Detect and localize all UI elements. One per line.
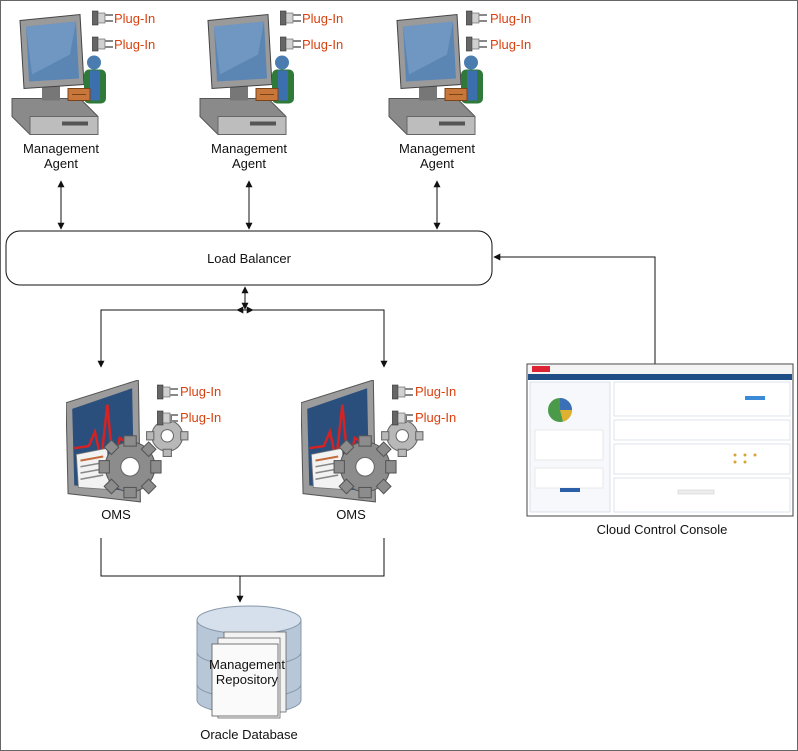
- plugin-label: Plug-In: [415, 384, 456, 399]
- oms-label: OMS: [101, 507, 131, 522]
- repository-label-line1: Management: [209, 657, 285, 672]
- plugin-label: Plug-In: [490, 11, 531, 26]
- agent-label-line1: Management: [211, 141, 287, 156]
- console-panel: [613, 477, 791, 513]
- load-balancer-box: [5, 230, 493, 286]
- oms-2: Plug-In Plug-In OMS: [301, 380, 456, 522]
- plugin-icon: [466, 36, 488, 52]
- plugin-icon: [157, 384, 179, 400]
- agent-computer-icon: [199, 13, 295, 136]
- console-menu-bar: [528, 374, 792, 380]
- plugin-icon: [280, 36, 302, 52]
- agent-computer-icon: [11, 13, 107, 136]
- console-logo: [532, 366, 550, 372]
- management-agent-2: Plug-In Plug-In Management Agent: [199, 10, 343, 171]
- oms-1: Plug-In Plug-In OMS: [66, 380, 221, 522]
- plugin-label: Plug-In: [302, 11, 343, 26]
- hub-oms1-arrow: [97, 309, 237, 368]
- plugin-label: Plug-In: [490, 37, 531, 52]
- plugin-label: Plug-In: [302, 37, 343, 52]
- plugin-icon: [92, 10, 114, 26]
- plugin-label: Plug-In: [415, 410, 456, 425]
- management-agent-1: Plug-In Plug-In Management Agent: [11, 10, 155, 171]
- agent-label-line1: Management: [23, 141, 99, 156]
- console-lb-arrow: [493, 253, 656, 364]
- cloud-control-console: Cloud Control Console: [526, 363, 794, 537]
- oms-merge-line: [100, 538, 385, 577]
- management-agent-3: Plug-In Plug-In Management Agent: [388, 10, 531, 171]
- load-balancer: Load Balancer: [5, 230, 493, 286]
- management-repository: Management Repository Oracle Database: [196, 605, 302, 742]
- plugin-label: Plug-In: [180, 410, 221, 425]
- oms-server-icon: [301, 380, 425, 504]
- agent-computer-icon: [388, 13, 484, 136]
- hub-oms2-arrow: [253, 309, 388, 368]
- console-panel: [613, 419, 791, 441]
- agent-label-line2: Agent: [420, 156, 454, 171]
- plugin-label: Plug-In: [114, 11, 155, 26]
- plugin-icon: [92, 36, 114, 52]
- plugin-label: Plug-In: [180, 384, 221, 399]
- agent-label-line2: Agent: [232, 156, 266, 171]
- plugin-icon: [392, 384, 414, 400]
- console-label: Cloud Control Console: [597, 522, 728, 537]
- database-label: Oracle Database: [200, 727, 298, 742]
- load-balancer-label: Load Balancer: [207, 251, 292, 266]
- console-title-bar: [528, 365, 792, 374]
- plugin-icon: [466, 10, 488, 26]
- repository-label-line2: Repository: [216, 672, 279, 687]
- plugin-label: Plug-In: [114, 37, 155, 52]
- agent-label-line2: Agent: [44, 156, 78, 171]
- oms-server-icon: [66, 380, 190, 504]
- oms-label: OMS: [336, 507, 366, 522]
- agent-label-line1: Management: [399, 141, 475, 156]
- console-panel: [613, 443, 791, 475]
- plugin-icon: [280, 10, 302, 26]
